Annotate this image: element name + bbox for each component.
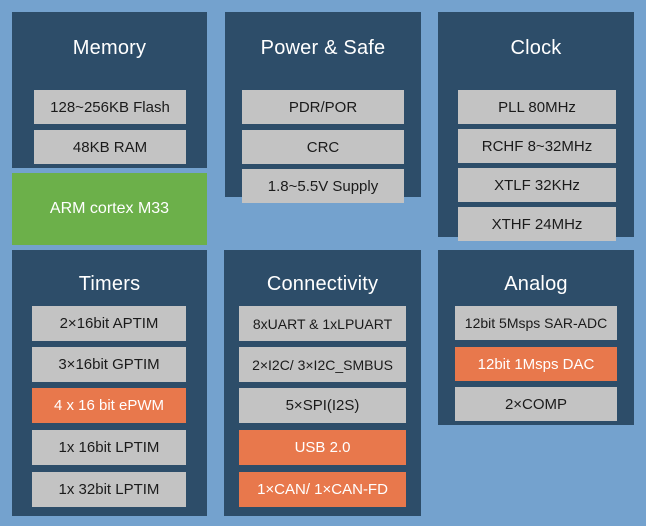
block-item-ram[interactable]: 48KB RAM	[34, 130, 186, 164]
panel-title-timers: Timers	[78, 273, 141, 295]
block-item-xtlf[interactable]: XTLF 32KHz	[458, 168, 616, 202]
panel-power-safe: Power & Safe PDR/POR CRC 1.8~5.5V Supply	[225, 12, 421, 203]
panel-title-clock: Clock	[510, 37, 562, 59]
block-item-aptim[interactable]: 2×16bit APTIM	[32, 306, 186, 341]
panel-arm-core[interactable]: ARM cortex M33	[12, 173, 207, 245]
block-item-supply[interactable]: 1.8~5.5V Supply	[242, 169, 404, 203]
block-item-usb[interactable]: USB 2.0	[239, 430, 406, 465]
arm-core-label: ARM cortex M33	[49, 200, 170, 217]
block-item-i2c[interactable]: 2×I2C/ 3×I2C_SMBUS	[239, 347, 406, 382]
panel-timers: Timers 2×16bit APTIM 3×16bit GPTIM 4 x 1…	[12, 250, 207, 516]
panel-memory: Memory 128~256KB Flash 48KB RAM	[12, 12, 207, 168]
panel-clock: Clock PLL 80MHz RCHF 8~32MHz XTLF 32KHz …	[438, 12, 634, 241]
panel-analog: Analog 12bit 5Msps SAR-ADC 12bit 1Msps D…	[438, 250, 634, 425]
panel-connectivity: Connectivity 8xUART & 1xLPUART 2×I2C/ 3×…	[224, 250, 421, 516]
block-item-uart[interactable]: 8xUART & 1xLPUART	[239, 306, 406, 341]
block-item-xthf[interactable]: XTHF 24MHz	[458, 207, 616, 241]
panel-title-connectivity: Connectivity	[266, 273, 379, 295]
block-item-rchf[interactable]: RCHF 8~32MHz	[458, 129, 616, 163]
block-item-can[interactable]: 1×CAN/ 1×CAN-FD	[239, 472, 406, 507]
panel-title-memory: Memory	[72, 37, 147, 59]
block-item-pdr-por[interactable]: PDR/POR	[242, 90, 404, 124]
block-item-crc[interactable]: CRC	[242, 130, 404, 164]
panel-title-analog: Analog	[504, 273, 568, 295]
block-item-dac[interactable]: 12bit 1Msps DAC	[455, 347, 617, 381]
block-item-gptim[interactable]: 3×16bit GPTIM	[32, 347, 186, 382]
block-item-pll[interactable]: PLL 80MHz	[458, 90, 616, 124]
block-item-sar-adc[interactable]: 12bit 5Msps SAR-ADC	[455, 306, 617, 340]
block-item-lptim-32[interactable]: 1x 32bit LPTIM	[32, 472, 186, 507]
block-item-epwm[interactable]: 4 x 16 bit ePWM	[32, 388, 186, 423]
panel-title-power-safe: Power & Safe	[260, 37, 386, 59]
block-item-flash[interactable]: 128~256KB Flash	[34, 90, 186, 124]
block-item-spi[interactable]: 5×SPI(I2S)	[239, 388, 406, 423]
block-item-lptim-16[interactable]: 1x 16bit LPTIM	[32, 430, 186, 465]
block-item-comp[interactable]: 2×COMP	[455, 387, 617, 421]
